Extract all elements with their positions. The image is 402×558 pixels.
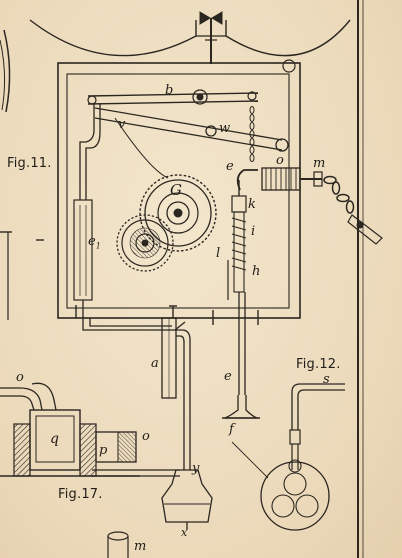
part-label-m-rod: m bbox=[313, 156, 326, 171]
beam-b bbox=[87, 89, 259, 105]
part-label-s: s bbox=[323, 372, 330, 387]
bottom-pipe bbox=[107, 531, 129, 558]
balance-bowls bbox=[29, 19, 351, 57]
part-label-l: l bbox=[216, 246, 221, 261]
figure-label-11: Fig.11. bbox=[7, 156, 52, 171]
part-label-G: G bbox=[170, 181, 182, 199]
part-label-o-left: o bbox=[16, 370, 24, 385]
spring-assembly bbox=[227, 180, 247, 395]
pipe-y bbox=[161, 329, 213, 530]
part-label-x: x bbox=[181, 526, 188, 539]
part-label-m-bottom: m bbox=[134, 539, 147, 554]
page-border-lines bbox=[357, 0, 364, 558]
part-label-k: k bbox=[248, 197, 256, 212]
left-pipe bbox=[73, 104, 186, 331]
gear-large bbox=[139, 174, 217, 252]
figure-label-12: Fig.12. bbox=[296, 357, 341, 372]
gear-small bbox=[116, 214, 174, 272]
part-label-f: f bbox=[229, 422, 234, 437]
part-label-e-lower: e bbox=[224, 369, 232, 384]
part-label-y: y bbox=[192, 461, 200, 476]
part-label-q: q bbox=[50, 431, 59, 447]
part-label-b: b bbox=[165, 83, 174, 98]
part-label-e1: e1 bbox=[88, 234, 101, 251]
part-label-v: v bbox=[118, 117, 126, 132]
part-label-o-spring: o bbox=[276, 153, 284, 168]
chain bbox=[249, 106, 255, 162]
top-screw bbox=[199, 11, 223, 64]
part-label-i: i bbox=[251, 224, 256, 239]
cup-f bbox=[222, 395, 260, 419]
part-label-w: w bbox=[219, 121, 231, 136]
left-arc-fragment bbox=[0, 29, 11, 113]
member-a bbox=[161, 317, 177, 399]
part-label-h: h bbox=[252, 264, 261, 279]
part-label-o-right: o bbox=[142, 429, 150, 444]
fig17-apparatus bbox=[0, 231, 180, 477]
part-label-a: a bbox=[151, 356, 159, 371]
frame-bolts bbox=[75, 305, 259, 325]
figure-label-17: Fig.17. bbox=[58, 487, 103, 502]
part-label-e-hook: e bbox=[226, 159, 234, 174]
part-label-p: p bbox=[99, 443, 108, 458]
fig12-apparatus bbox=[231, 383, 345, 531]
outer-chain bbox=[323, 175, 383, 245]
hook-spring-o bbox=[236, 167, 323, 191]
